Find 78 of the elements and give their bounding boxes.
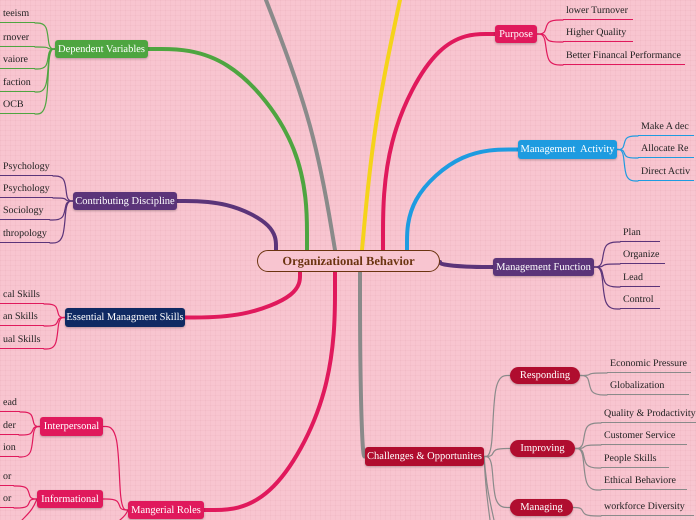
central-topic: Organizational Behavior [257, 250, 440, 272]
subtopic-label: Control [620, 291, 660, 309]
subtopic-label: Ethical Behaviore [601, 472, 687, 490]
branch-line [381, 32, 497, 252]
subtopic-label: Higher Quality [563, 24, 633, 42]
subtopic-label: People Skills [601, 450, 669, 468]
branch-line [119, 509, 129, 520]
subtopic-label: Sociology [0, 202, 50, 220]
branch-line [579, 374, 608, 396]
branch-line [202, 270, 337, 512]
topic-box: Essential Managment Skills [65, 308, 185, 327]
subtopic-label: or [0, 468, 14, 486]
branch-line [146, 47, 309, 252]
topic-box: Mangerial Roles [128, 501, 204, 519]
topic-box: Purpose [495, 25, 537, 43]
subtopic-label: ead [0, 394, 20, 412]
branch-line [358, 270, 367, 458]
branch-line [593, 266, 621, 310]
branch-line [102, 426, 129, 511]
subtopic-label: ion [0, 439, 19, 457]
branch-line [21, 498, 38, 520]
branch-line [34, 22, 56, 50]
topic-box: Informational [37, 490, 103, 508]
topic-box: Challenges & Opportunites [365, 447, 484, 466]
branch-line [572, 506, 602, 517]
subtopic-label: der [0, 417, 19, 435]
subtopic-label: thropology [0, 225, 50, 243]
subtopic-label: OCB [0, 96, 35, 114]
subtopic-label: rnover [0, 29, 35, 47]
topic-box: Responding [510, 367, 580, 384]
branch-line [616, 148, 639, 182]
branch-line [18, 426, 41, 458]
subtopic-label: Globalization [607, 377, 689, 395]
subtopic-label: Customer Service [601, 427, 687, 445]
subtopic-label: Direct Activ [638, 163, 694, 181]
branch-line [360, 0, 402, 252]
subtopic-label: cal Skills [0, 286, 44, 304]
subtopic-label: or [0, 490, 14, 508]
subtopic-label: workforce Diversity [601, 498, 694, 516]
subtopic-label: Better Financal Performance [563, 47, 685, 65]
branch-line [34, 48, 56, 115]
subtopic-label: Psychology [0, 158, 53, 176]
branch-line [52, 175, 74, 202]
branch-line [175, 199, 278, 252]
branch-line [49, 200, 74, 244]
branch-line [264, 0, 337, 252]
subtopic-label: Organize [620, 246, 665, 264]
branch-line [536, 33, 564, 66]
topic-box: Contributing Discipline [73, 192, 177, 210]
branch-line [438, 260, 495, 269]
subtopic-label: Allocate Re [638, 140, 694, 158]
subtopic-label: teeism [0, 5, 35, 23]
branch-line [102, 498, 129, 511]
subtopic-label: Economic Pressure [607, 355, 691, 373]
topic-box: Dependent Variables [55, 40, 148, 58]
subtopic-label: Make A dec [638, 118, 694, 136]
topic-box: Interpersonal [40, 417, 103, 436]
branch-line [43, 316, 66, 350]
subtopic-label: Psychology [0, 180, 53, 198]
branch-line [483, 456, 511, 508]
subtopic-label: Quality & Prodactivity [601, 405, 696, 423]
subtopic-label: Plan [620, 224, 660, 242]
subtopic-label: lower Turnover [563, 2, 633, 20]
topic-box: Managing [510, 499, 573, 516]
subtopic-label: ual Skills [0, 331, 44, 349]
branch-line [183, 270, 302, 320]
branch-line [405, 148, 520, 252]
branch-line [483, 456, 495, 520]
subtopic-label: an Skills [0, 308, 44, 326]
subtopic-label: Lead [620, 269, 660, 287]
topic-box: Management Function [493, 258, 594, 276]
branch-line [13, 498, 38, 509]
branch-line [574, 448, 602, 491]
subtopic-label: vaiore [0, 51, 35, 69]
topic-box: Improving [510, 440, 575, 457]
branch-line [483, 374, 511, 458]
subtopic-label: faction [0, 74, 35, 92]
topic-box: Management Activity [518, 140, 617, 159]
